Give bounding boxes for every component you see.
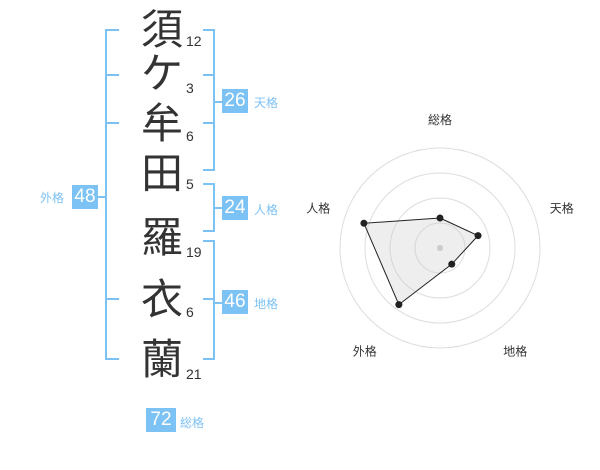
radar-axis-label-4: 外格 <box>353 344 377 359</box>
chikaku-bracket-top <box>203 240 215 242</box>
tenkaku-bracket-line <box>213 29 215 171</box>
gaikaku-bracket-line <box>105 29 107 360</box>
radar-points <box>360 214 482 309</box>
stroke-count-1: 12 <box>186 33 202 49</box>
tenkaku-bracket-mid1 <box>203 74 215 76</box>
gaikaku-bracket-bottom <box>105 358 119 360</box>
jinkaku-label: 人格 <box>254 203 279 217</box>
radar-point-1 <box>436 214 444 222</box>
tenkaku-bracket-mid2 <box>203 122 215 124</box>
soukaku-label: 総格 <box>180 416 205 430</box>
stroke-count-6: 6 <box>186 304 194 320</box>
tenkaku-connector <box>213 101 223 103</box>
jinkaku-value: 24 <box>222 196 248 220</box>
name-char-4: 田 <box>140 149 183 198</box>
chikaku-value: 46 <box>222 290 248 314</box>
radar-polygon <box>363 217 479 306</box>
tenkaku-value: 26 <box>222 89 248 113</box>
name-char-6: 衣 <box>140 275 183 324</box>
radar-axis-label-2: 天格 <box>550 200 574 215</box>
stroke-count-5: 19 <box>186 244 202 260</box>
chikaku-connector <box>213 302 223 304</box>
gaikaku-connector <box>97 196 107 198</box>
tenkaku-bracket-bottom <box>203 169 215 171</box>
gaikaku-bracket-mid3 <box>105 298 119 300</box>
radar-ring-3 <box>364 172 516 324</box>
chikaku-label: 地格 <box>254 297 279 311</box>
gaikaku-bracket-mid1 <box>105 74 119 76</box>
radar-grid <box>339 147 541 349</box>
tenkaku-label: 天格 <box>254 96 279 110</box>
chikaku-bracket-mid <box>203 298 215 300</box>
name-char-7: 蘭 <box>140 335 183 384</box>
radar-ring-4 <box>339 147 541 349</box>
radar-axis-label-3: 地格 <box>503 344 527 359</box>
name-char-2: ケ <box>140 49 183 98</box>
tenkaku-bracket-top <box>203 29 215 31</box>
radar-point-4 <box>395 301 403 309</box>
name-char-5: 羅 <box>140 213 183 262</box>
soukaku-value: 72 <box>146 408 176 432</box>
chikaku-bracket-bottom <box>203 358 215 360</box>
radar-center <box>437 245 443 251</box>
radar-point-2 <box>474 232 482 240</box>
name-char-1: 須 <box>140 5 183 54</box>
jinkaku-bracket-bottom <box>203 230 215 232</box>
stroke-count-7: 21 <box>186 366 202 382</box>
stroke-count-4: 5 <box>186 176 194 192</box>
chikaku-bracket-line <box>213 240 215 360</box>
radar-ring-2 <box>389 197 491 299</box>
radar-point-3 <box>448 260 456 268</box>
gaikaku-bracket-top <box>105 29 119 31</box>
gaikaku-value: 48 <box>72 185 98 209</box>
jinkaku-connector <box>213 207 223 209</box>
radar-axis-label-5: 人格 <box>306 200 330 215</box>
gaikaku-label: 外格 <box>40 191 65 205</box>
name-char-3: 牟 <box>140 99 183 148</box>
stroke-count-3: 6 <box>186 128 194 144</box>
jinkaku-bracket-top <box>203 183 215 185</box>
radar-axis-label-1: 総格 <box>428 112 452 127</box>
gaikaku-bracket-mid2 <box>105 122 119 124</box>
stroke-count-2: 3 <box>186 80 194 96</box>
radar-point-5 <box>360 219 368 227</box>
